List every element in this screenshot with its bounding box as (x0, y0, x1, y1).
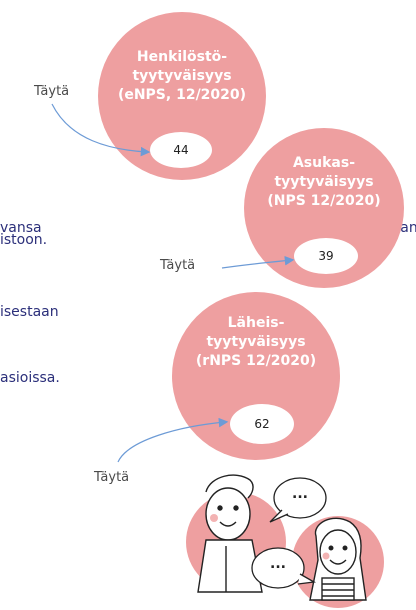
bubble-title-line: tyytyväisyys (132, 68, 232, 84)
arrow-to-staff-value (51, 103, 151, 157)
relative-satisfaction-bubble: Läheis- tyytyväisyys (rNPS 12/2020) 62 (172, 292, 340, 460)
speech-bubble-bottom-dots: ... (270, 556, 286, 572)
resident-satisfaction-bubble: Asukas- tyytyväisyys (NPS 12/2020) 39 (244, 128, 404, 288)
body-text-line-3: isestaan (0, 304, 59, 320)
fill-label-staff: Täytä (34, 84, 70, 99)
speech-bubble-top-dots: ... (292, 486, 308, 502)
relative-satisfaction-value: 62 (230, 404, 294, 444)
speech-bubble-top-icon (269, 477, 327, 523)
speech-bubble-bottom-icon (251, 547, 317, 589)
conversation-illustration (186, 474, 384, 608)
bubble-title-line: tyytyväisyys (274, 174, 374, 190)
fill-label-resident: Täytä (160, 258, 196, 273)
bubble-subtitle: (rNPS 12/2020) (195, 353, 317, 369)
bubble-title-line: Henkilöstö- (136, 49, 228, 65)
arrow-to-relative-value (117, 417, 229, 463)
staff-satisfaction-bubble: Henkilöstö- tyytyväisyys (eNPS, 12/2020)… (98, 12, 266, 180)
fill-label-relative: Täytä (94, 470, 130, 485)
resident-satisfaction-value: 39 (294, 238, 358, 274)
man-figure-icon (197, 474, 263, 593)
bubble-title-line: Asukas- (292, 155, 356, 171)
bubble-title-line: Läheis- (227, 315, 285, 331)
bubble-title-line: tyytyväisyys (206, 334, 306, 350)
body-text-line-1: vansa (0, 220, 42, 236)
bubble-subtitle: (NPS 12/2020) (267, 193, 381, 209)
staff-satisfaction-value: 44 (150, 132, 212, 168)
woman-figure-icon (309, 517, 367, 601)
bubble-subtitle: (eNPS, 12/2020) (117, 87, 247, 103)
arrow-to-resident-value (221, 255, 295, 269)
body-text-line-2: istoon. (0, 232, 48, 248)
body-text-line-4: asioissa. (0, 370, 60, 386)
